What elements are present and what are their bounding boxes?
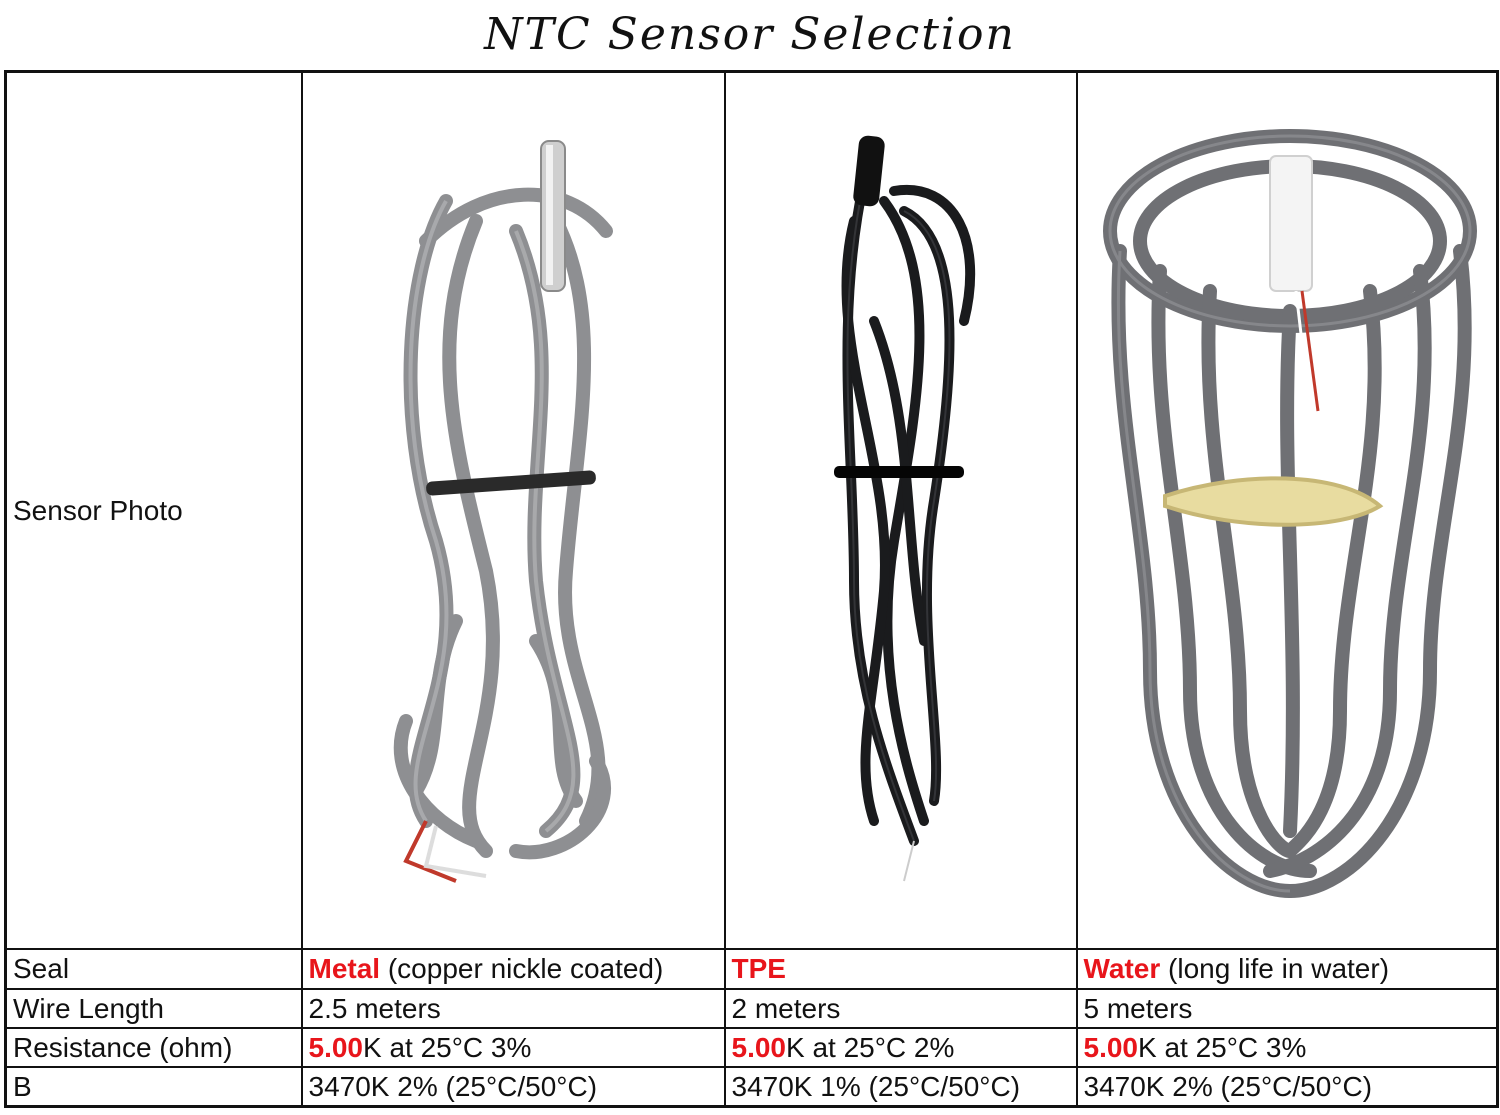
seal-type: Water <box>1083 953 1161 985</box>
resistance-value: 5.00 <box>731 1031 787 1063</box>
resistance-detail: K at 25°C 3% <box>1138 1031 1307 1063</box>
b-value-tpe: 3470K 1% (25°C/50°C) <box>723 1065 1078 1108</box>
wire-length-row: Wire Length 2.5 meters 2 meters 5 meters <box>4 987 1499 1029</box>
sensor-photo-tpe <box>723 70 1078 951</box>
resistance-detail: K at 25°C 3% <box>363 1031 532 1063</box>
photo-row: Sensor Photo <box>4 70 1499 951</box>
resistance-value: 5.00 <box>308 1031 364 1063</box>
wire-length-tpe: 2 meters <box>723 987 1078 1029</box>
seal-note: (copper nickle coated) <box>380 953 664 985</box>
tpe-sensor-image <box>833 135 975 881</box>
row-label-wire-length: Wire Length <box>4 987 303 1029</box>
water-sensor-image <box>1102 128 1477 898</box>
resistance-value: 5.00 <box>1083 1031 1139 1063</box>
seal-type: TPE <box>731 953 786 985</box>
row-label-photo: Sensor Photo <box>4 70 303 951</box>
resistance-detail: K at 25°C 2% <box>786 1031 955 1063</box>
seal-cell-tpe: TPE <box>723 948 1078 990</box>
seal-cell-water: Water (long life in water) <box>1075 948 1499 990</box>
seal-note: (long life in water) <box>1160 953 1390 985</box>
resistance-tpe: 5.00K at 25°C 2% <box>723 1026 1078 1068</box>
page-title: NTC Sensor Selection <box>484 9 1016 60</box>
sensor-comparison-table: Sensor Photo <box>4 70 1499 1108</box>
row-label-seal: Seal <box>4 948 303 990</box>
resistance-water: 5.00K at 25°C 3% <box>1075 1026 1499 1068</box>
resistance-metal: 5.00K at 25°C 3% <box>300 1026 726 1068</box>
row-label-b: B <box>4 1065 303 1108</box>
b-value-metal: 3470K 2% (25°C/50°C) <box>300 1065 726 1108</box>
seal-row: Seal Metal (copper nickle coated) TPE Wa… <box>4 948 1499 990</box>
b-value-water: 3470K 2% (25°C/50°C) <box>1075 1065 1499 1108</box>
wire-length-metal: 2.5 meters <box>300 987 726 1029</box>
seal-cell-metal: Metal (copper nickle coated) <box>300 948 726 990</box>
metal-sensor-image <box>393 139 613 883</box>
resistance-row: Resistance (ohm) 5.00K at 25°C 3% 5.00K … <box>4 1026 1499 1068</box>
row-label-resistance: Resistance (ohm) <box>4 1026 303 1068</box>
sensor-photo-water <box>1075 70 1499 951</box>
sensor-photo-metal <box>300 70 726 951</box>
seal-type: Metal <box>308 953 381 985</box>
wire-length-water: 5 meters <box>1075 987 1499 1029</box>
b-value-row: B 3470K 2% (25°C/50°C) 3470K 1% (25°C/50… <box>4 1065 1499 1108</box>
